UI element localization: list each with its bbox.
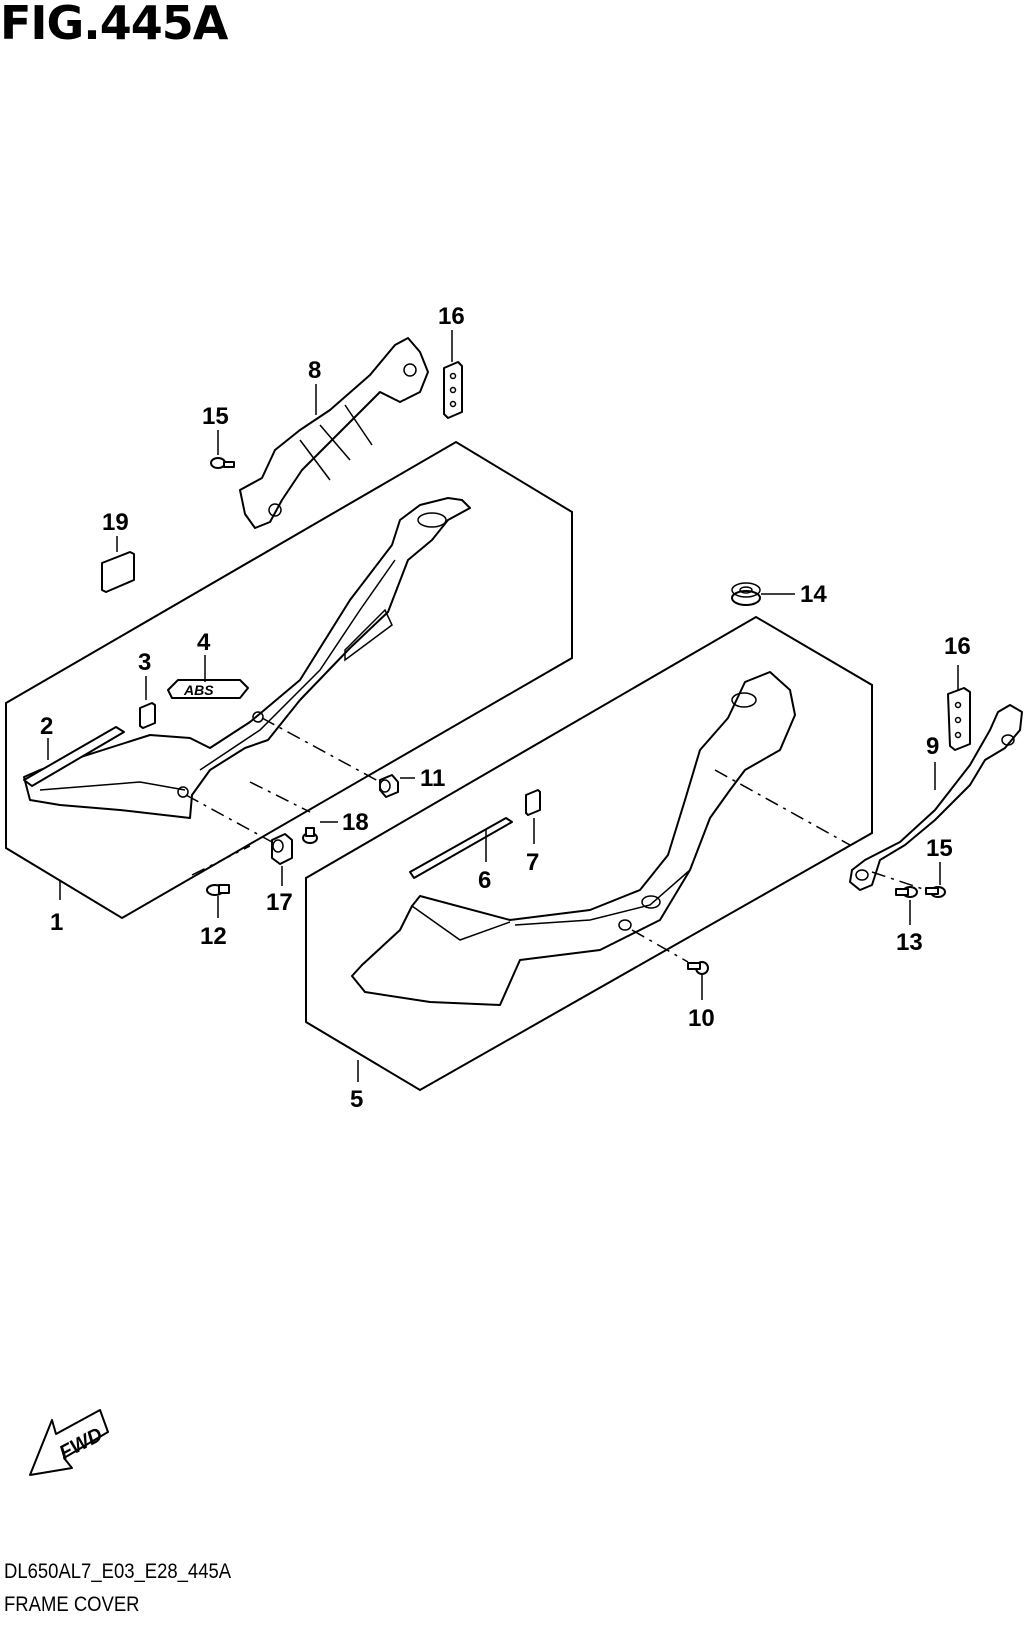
abs-text: ABS <box>183 682 214 698</box>
callout-9: 9 <box>926 733 939 760</box>
callout-11: 11 <box>420 765 445 792</box>
callout-17: 17 <box>266 889 293 916</box>
part-10-screw <box>687 961 709 975</box>
part-19-pad <box>101 551 135 593</box>
assembly-line <box>185 794 273 843</box>
fwd-arrow: FWD <box>29 1409 109 1476</box>
callout-3: 3 <box>138 649 151 676</box>
frame-cover-left <box>23 497 471 819</box>
assembly-line <box>714 769 851 846</box>
callout-10: 10 <box>688 1005 715 1032</box>
callout-14: 14 <box>800 581 827 608</box>
part-15-bolt-top <box>210 457 235 469</box>
callout-15-top: 15 <box>202 403 229 430</box>
callout-19: 19 <box>102 509 129 536</box>
group-box-right <box>305 615 873 1092</box>
part-8-bracket <box>239 337 429 529</box>
part-12-rivet <box>206 884 230 896</box>
callout-13: 13 <box>896 929 923 956</box>
leader-lines <box>47 330 959 1082</box>
callout-12: 12 <box>200 923 227 950</box>
part-16-plate-top <box>443 361 463 419</box>
group-box-left <box>5 440 573 920</box>
part-18-clip <box>302 827 318 844</box>
figure-title: FIG.445A <box>0 0 228 50</box>
callout-5: 5 <box>350 1086 363 1113</box>
callout-1: 1 <box>50 909 63 936</box>
part-17-bushing <box>271 833 293 865</box>
part-2-tape <box>23 726 125 787</box>
callout-6: 6 <box>478 867 491 894</box>
part-3-pad <box>139 702 156 729</box>
part-16-plate-right <box>947 687 971 751</box>
part-9-bracket <box>849 704 1023 891</box>
part-13-screw <box>895 886 918 898</box>
diagram-name: FRAME COVER <box>4 1593 140 1616</box>
assembly-line <box>631 929 689 963</box>
part-7-pad <box>525 789 541 816</box>
part-15-bolt-right <box>925 886 946 898</box>
part-4-abs-emblem: ABS <box>167 679 249 699</box>
assembly-line <box>261 717 381 783</box>
assembly-line <box>871 871 927 891</box>
part-14-grommet <box>731 582 761 606</box>
part-11-grommet <box>379 774 399 798</box>
callout-7: 7 <box>526 849 539 876</box>
callout-4: 4 <box>197 629 211 656</box>
callout-18: 18 <box>342 809 369 836</box>
callout-16-top: 16 <box>438 303 465 330</box>
frame-cover-right <box>351 671 796 1006</box>
assembly-line <box>191 845 251 876</box>
callout-15-right: 15 <box>926 835 953 862</box>
callout-16-right: 16 <box>944 633 971 660</box>
assembly-line <box>249 781 311 813</box>
diagram-code: DL650AL7_E03_E28_445A <box>4 1560 232 1583</box>
part-6-tape <box>409 817 513 879</box>
callout-8: 8 <box>308 357 321 384</box>
callout-2: 2 <box>40 713 53 740</box>
